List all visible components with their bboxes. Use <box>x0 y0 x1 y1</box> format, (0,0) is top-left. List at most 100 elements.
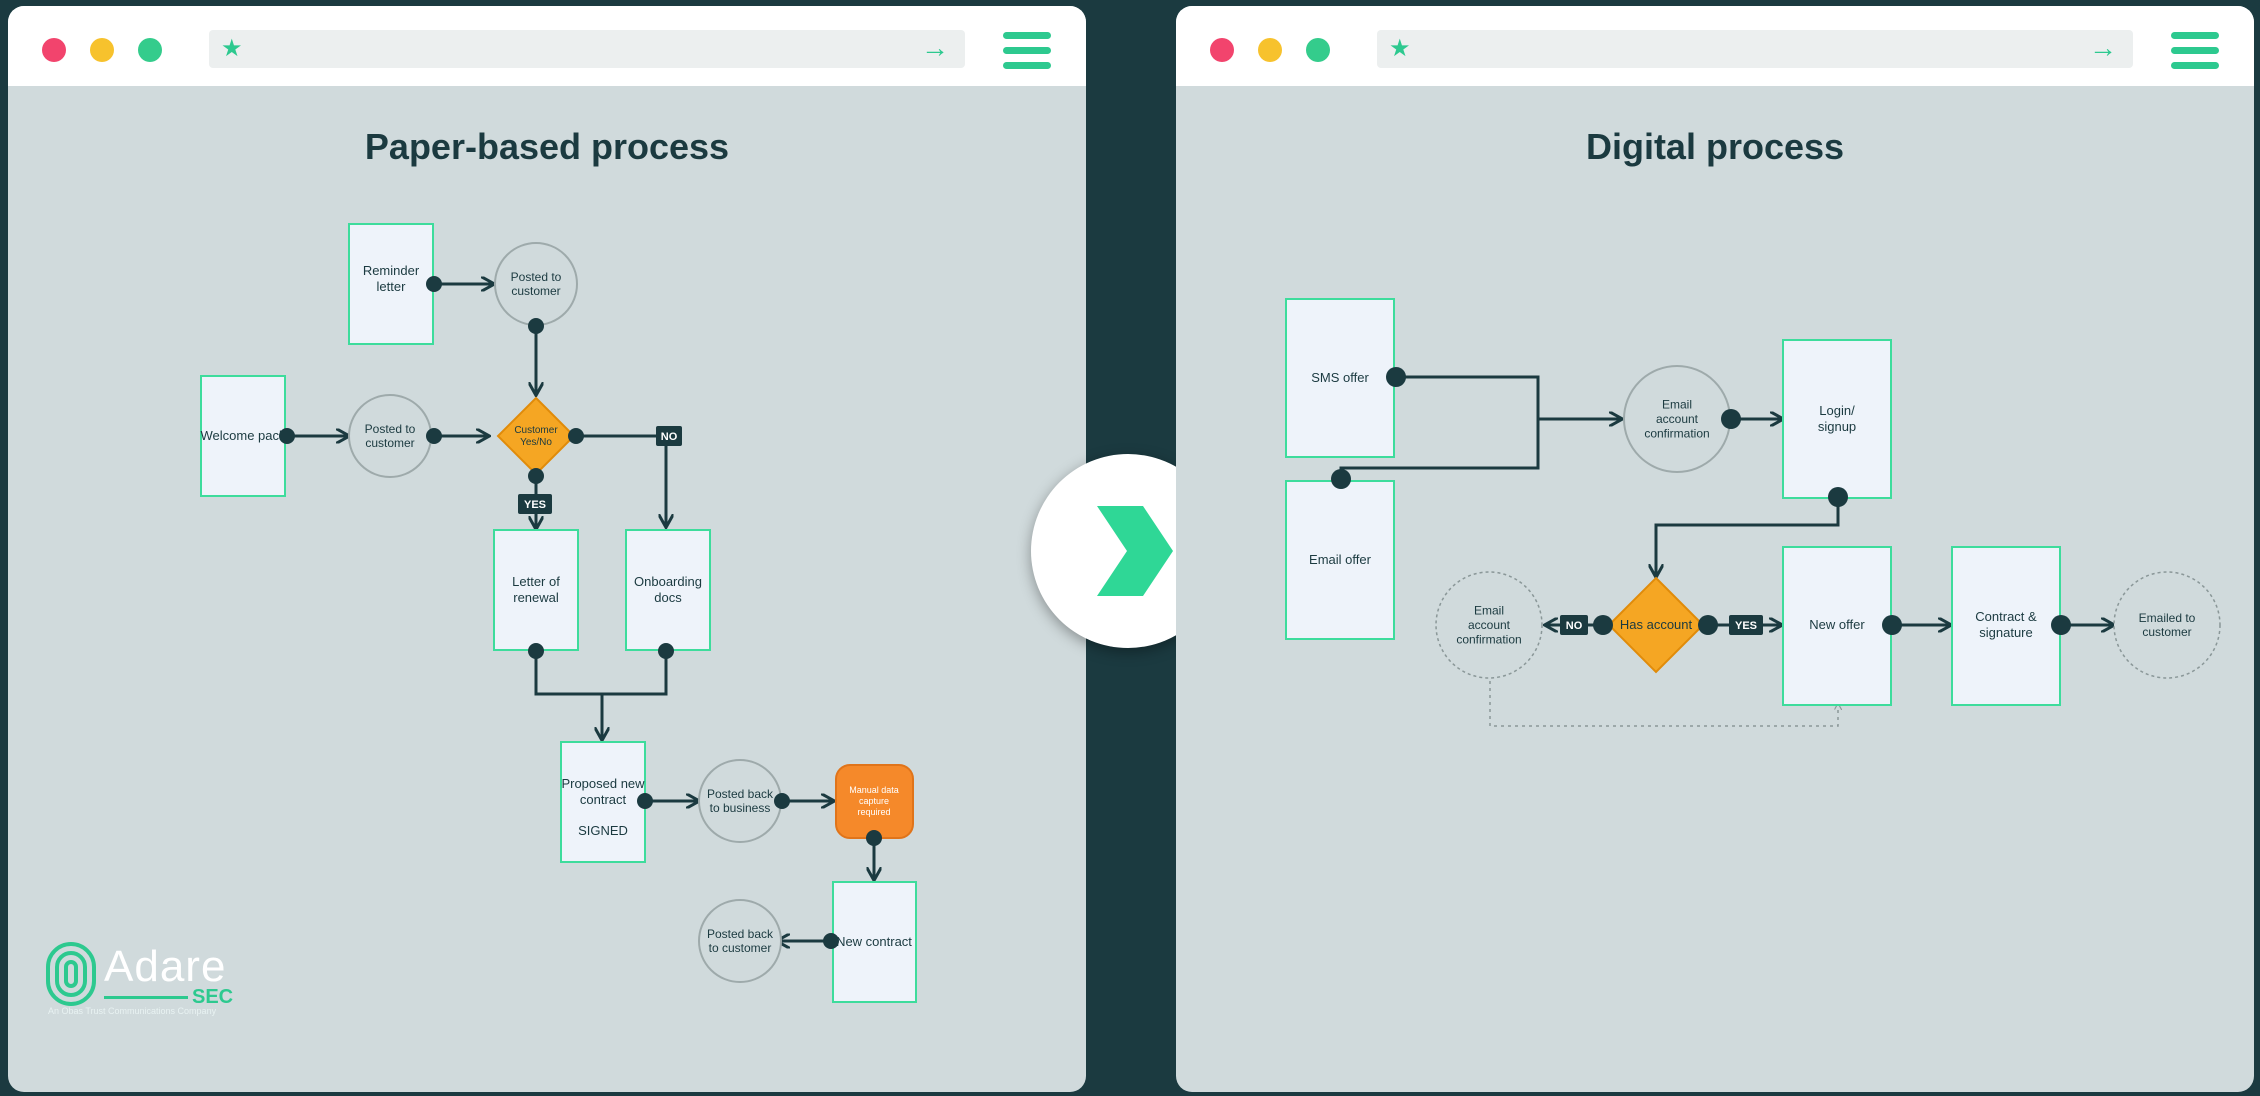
page-title: Paper-based process <box>364 126 730 167</box>
customer-decision-label-line: Yes/No <box>520 437 552 448</box>
emailed-to-customer-label: Emailed to <box>2139 611 2196 625</box>
yes-badge-label: YES <box>1735 620 1757 632</box>
svg-text:YES: YES <box>524 499 546 511</box>
posted-to-customer-mid-label-line: customer <box>365 436 414 450</box>
browser-toolbar: ★ → <box>1176 6 2254 86</box>
page-title: Digital process <box>1585 126 1845 167</box>
proposed-contract-label-line: contract <box>580 792 627 807</box>
address-bar[interactable]: ★ → <box>209 30 965 68</box>
posted-to-customer-top-label-line: customer <box>511 284 560 298</box>
star-icon[interactable]: ★ <box>221 35 243 62</box>
proposed-contract-label: Proposed new <box>561 776 645 791</box>
paper-process-window: ★ → Paper-based process Re <box>8 6 1086 1092</box>
reminder-letter-label: Reminder <box>363 263 420 278</box>
posted-back-to-business-label-line: to business <box>710 801 771 815</box>
svg-text:NO: NO <box>1566 620 1583 632</box>
svg-text:Has account: Has account <box>1620 617 1693 632</box>
posted-back-to-customer-label-line: to customer <box>709 941 772 955</box>
onboarding-docs-node <box>625 529 711 651</box>
new-contract-node <box>832 881 917 1003</box>
arrow-right-icon[interactable]: → <box>2089 32 2117 63</box>
no-badge <box>1560 615 1588 635</box>
contract-signature-label-line: signature <box>1979 625 2032 640</box>
star-icon[interactable]: ★ <box>1389 35 1411 62</box>
svg-text:New offer: New offer <box>1809 617 1865 632</box>
yes-badge-label: YES <box>524 499 546 511</box>
email-offer-label: Email offer <box>1309 552 1372 567</box>
login-signup-node <box>1782 339 1892 499</box>
adare-sec-logo: Adare SEC An Obas Trust Communications C… <box>44 940 264 1020</box>
letter-of-renewal-label-line: renewal <box>513 590 559 605</box>
svg-text:Login/signup: Login/signup <box>1818 403 1856 434</box>
close-dot-icon[interactable] <box>42 38 66 62</box>
emailed-to-customer-node <box>2113 571 2221 679</box>
browser-toolbar: ★ → <box>8 6 1086 86</box>
logo-wordmark: Adare <box>104 942 227 991</box>
svg-text:New contract: New contract <box>836 934 912 949</box>
hamburger-menu-icon[interactable] <box>2171 32 2219 70</box>
emailed-to-customer-label-line: customer <box>2142 625 2191 639</box>
has-account-decision-node <box>1607 576 1705 674</box>
contract-signature-label: Contract & <box>1975 609 2037 624</box>
no-badge-label: NO <box>661 431 678 443</box>
svg-text:YES: YES <box>1735 620 1757 632</box>
yes-badge <box>1729 615 1763 635</box>
chevron-right-icon <box>1097 506 1173 596</box>
minimize-dot-icon[interactable] <box>90 38 114 62</box>
svg-text:NO: NO <box>661 431 678 443</box>
no-badge-label: NO <box>1566 620 1583 632</box>
posted-to-customer-mid-label: Posted to <box>365 422 416 436</box>
new-contract-label: New contract <box>836 934 912 949</box>
sms-offer-label: SMS offer <box>1311 370 1369 385</box>
hamburger-menu-icon[interactable] <box>1003 32 1051 70</box>
letter-of-renewal-label: Letter of <box>512 574 560 589</box>
email-offer-node <box>1285 480 1395 640</box>
close-dot-icon[interactable] <box>1210 38 1234 62</box>
svg-text:Email offer: Email offer <box>1309 552 1372 567</box>
email-account-confirmation-left-label: Email <box>1474 604 1504 618</box>
digital-process-window: ★ → Digital process SMS of <box>1176 6 2254 1092</box>
logo-tagline: An Obas Trust Communications Company <box>48 1006 217 1016</box>
reminder-letter-label-line: letter <box>377 279 407 294</box>
address-bar[interactable]: ★ → <box>1377 30 2133 68</box>
arrow-right-icon[interactable]: → <box>921 32 949 63</box>
customer-decision-node <box>496 396 576 476</box>
manual-data-capture-label-line: required <box>857 807 890 817</box>
svg-text:Welcome pack: Welcome pack <box>200 428 286 443</box>
onboarding-docs-label: Onboarding <box>634 574 702 589</box>
svg-text:SMS offer: SMS offer <box>1311 370 1369 385</box>
new-offer-node <box>1782 546 1892 706</box>
svg-text:Contract &signature: Contract &signature <box>1975 609 2037 640</box>
email-account-confirmation-left-node <box>1435 571 1543 679</box>
posted-back-to-customer-node <box>698 899 782 983</box>
manual-data-capture-label-line: capture <box>859 796 889 806</box>
posted-back-to-customer-label: Posted back <box>707 927 774 941</box>
new-offer-label: New offer <box>1809 617 1865 632</box>
dotted-connector <box>1489 681 1838 727</box>
email-account-confirmation-top-label: Email <box>1662 398 1692 412</box>
connector-dots <box>279 276 882 949</box>
minimize-dot-icon[interactable] <box>1258 38 1282 62</box>
yes-badge <box>518 494 552 514</box>
no-badge <box>656 426 682 446</box>
onboarding-docs-label-line: docs <box>654 590 682 605</box>
posted-back-to-business-label: Posted back <box>707 787 774 801</box>
logo-underline <box>104 996 188 999</box>
maximize-dot-icon[interactable] <box>1306 38 1330 62</box>
letter-of-renewal-node <box>493 529 579 651</box>
posted-to-customer-top-label: Posted to <box>511 270 562 284</box>
maximize-dot-icon[interactable] <box>138 38 162 62</box>
email-account-confirmation-left-label-line: account <box>1468 618 1511 632</box>
